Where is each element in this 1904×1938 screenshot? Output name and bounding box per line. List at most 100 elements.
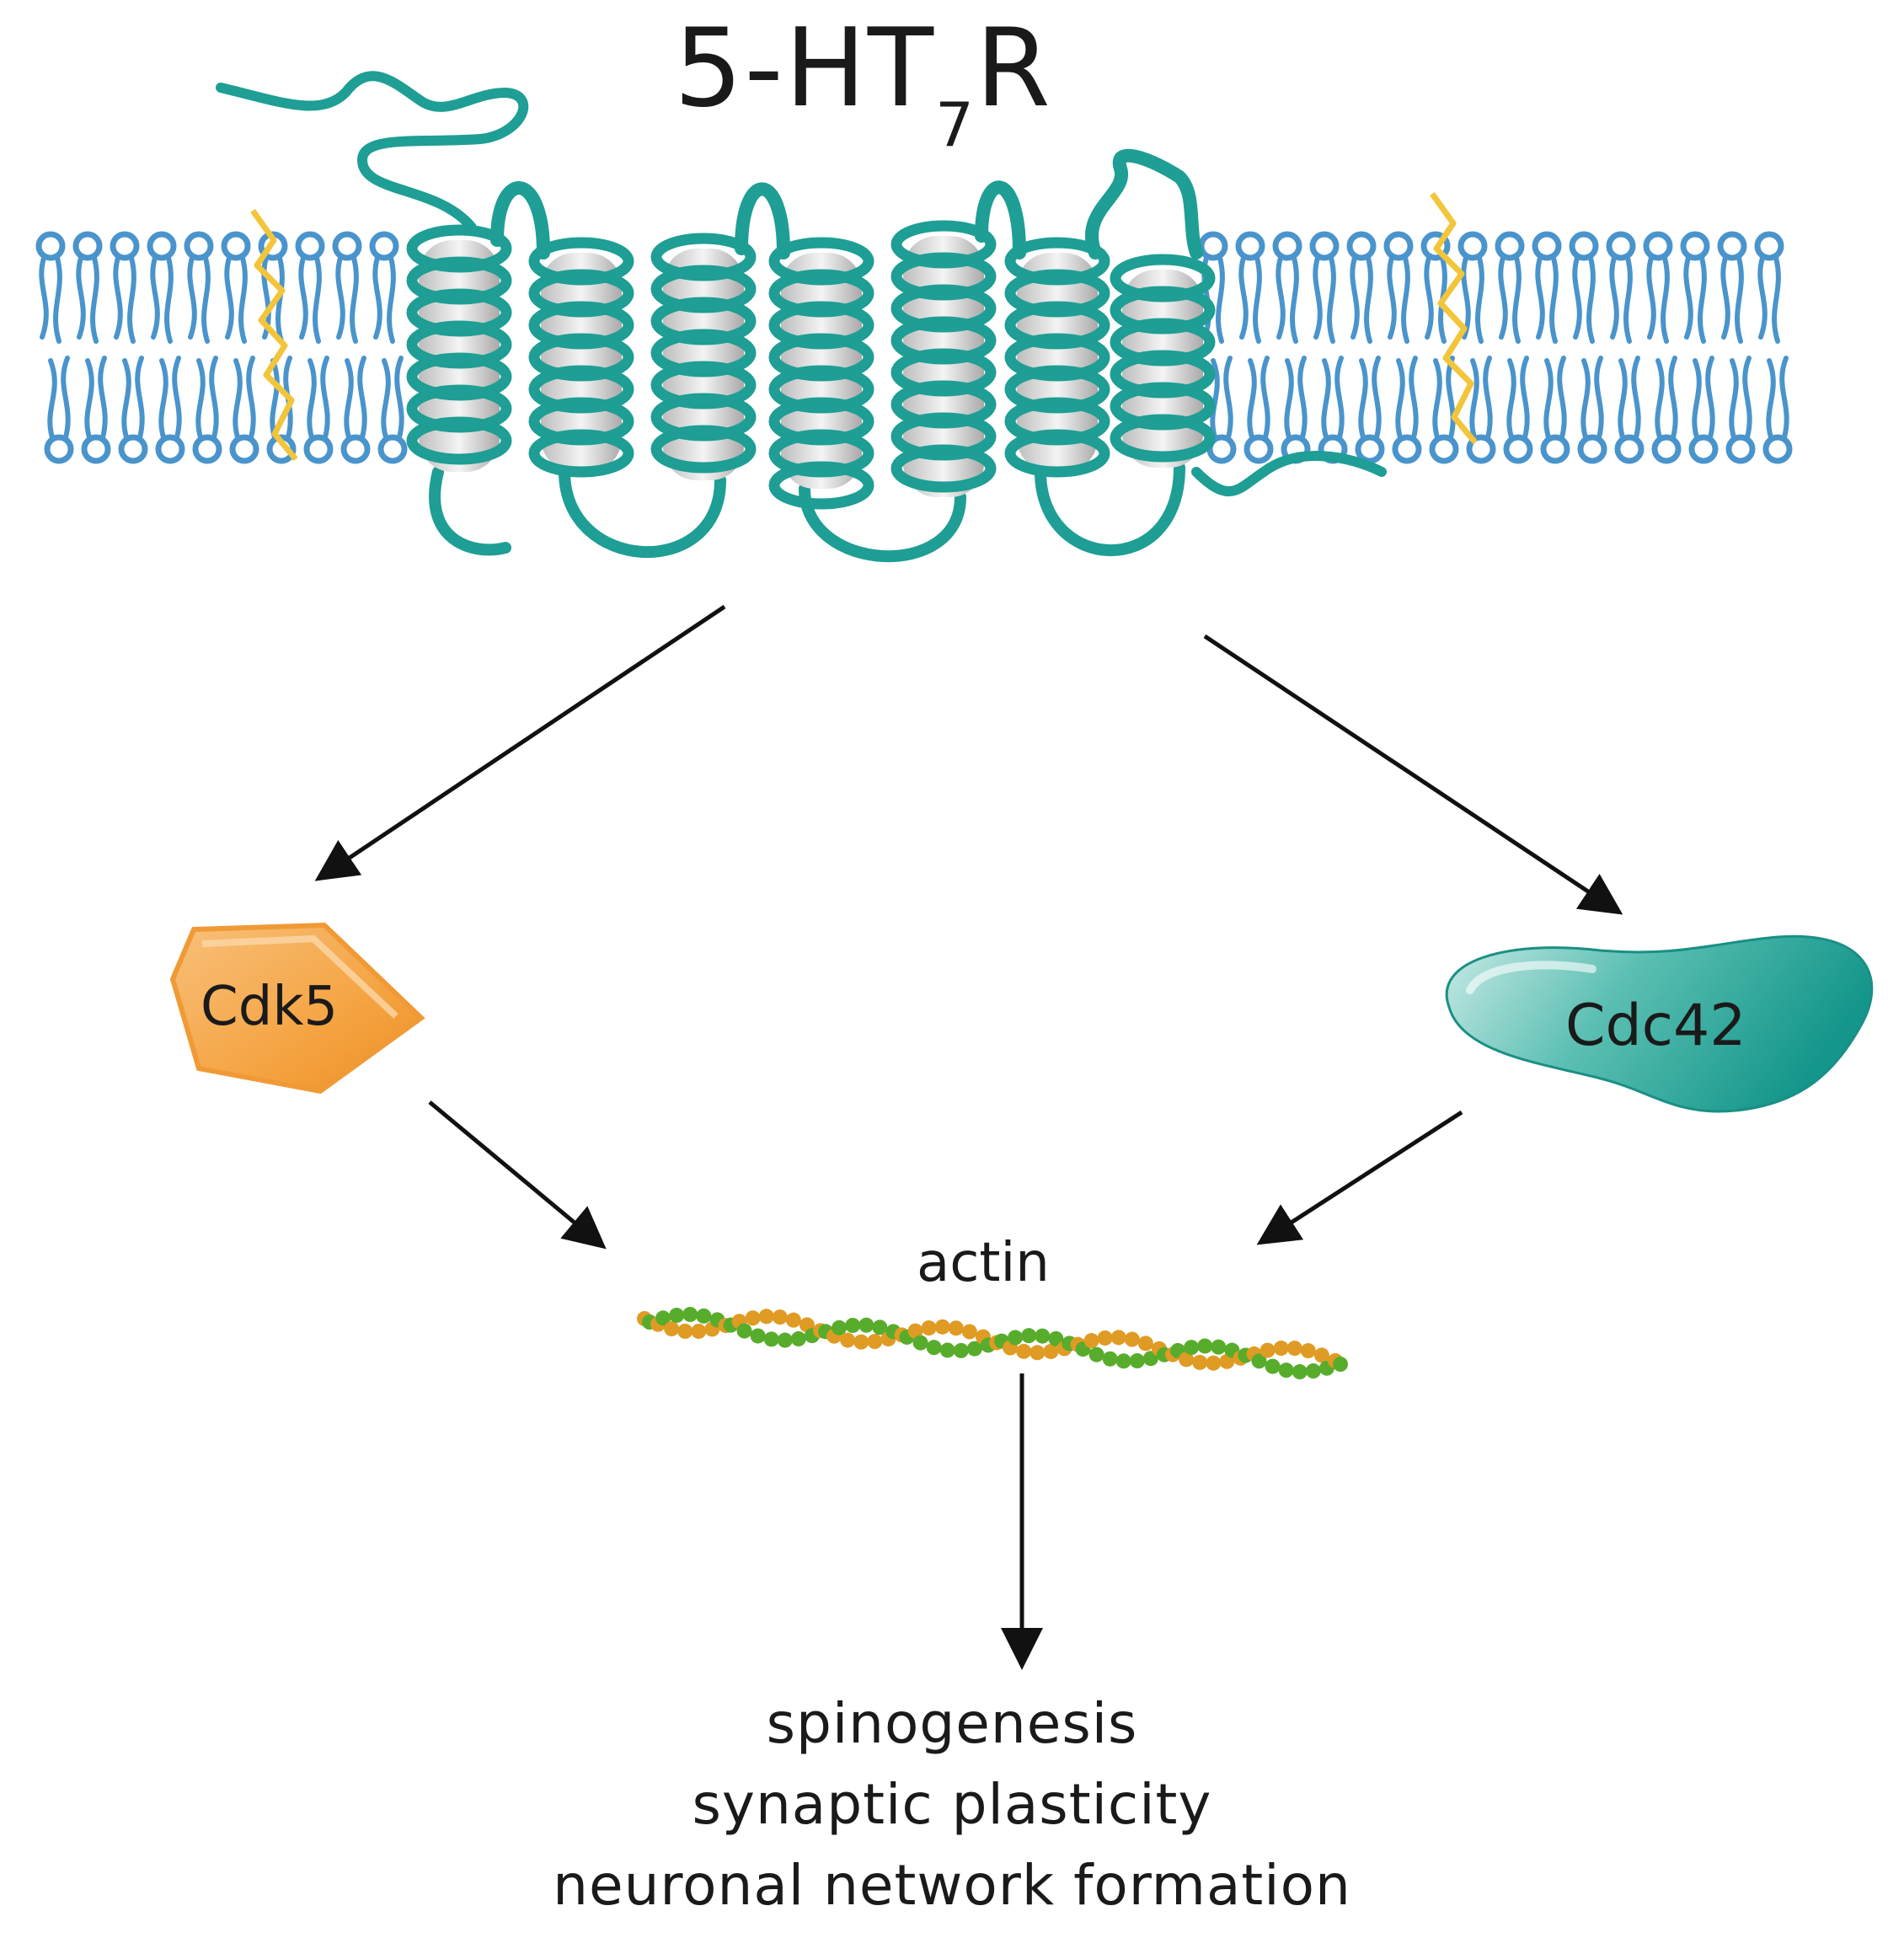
lipid-head [147,231,177,261]
lipid-tail [1655,356,1678,440]
lipid-tail [298,255,322,344]
lipid-head [221,231,251,261]
lipid-tail [381,356,404,440]
cdc42-shape [1445,934,1874,1113]
lipid-tail [1729,356,1752,440]
lipid-head [1457,231,1488,261]
lipid-tail [1432,356,1456,440]
actin-monomer [1083,1333,1099,1349]
lipid-head [1643,231,1673,261]
actin-monomer [777,1332,793,1348]
actin-monomer [953,1342,969,1358]
actin-monomer [1043,1343,1059,1359]
lipid-tail [1618,356,1641,440]
actin-monomer [664,1320,680,1336]
actin-monomer [763,1331,779,1347]
actin-monomer [1016,1343,1032,1359]
actin-monomer [1184,1340,1200,1356]
lipid-tail [1469,356,1493,440]
lipid-head [192,434,222,464]
cholesterol-molecules [250,191,1478,462]
lipid-tail [1683,255,1707,344]
actin-monomer [1124,1331,1140,1347]
cdc42-label: Cdc42 [1565,993,1746,1059]
transmembrane-helix [1110,254,1216,468]
lipid-head [332,231,362,261]
lipid-tail [113,255,136,344]
lipid-head [266,434,297,464]
actin-monomer [1035,1328,1051,1344]
actin-monomer [1333,1357,1348,1372]
lipid-head [1762,434,1793,464]
actin-monomer [867,1334,883,1350]
extracellular-loop [1084,148,1203,260]
actin-monomer [872,1320,888,1336]
lipid-tail [76,255,99,344]
lipid-tail [372,255,396,344]
actin-monomer [1192,1354,1208,1370]
lipid-head [1680,231,1710,261]
lipid-tail [121,356,145,440]
cdk5-shape [169,922,425,1095]
pathway-arrow [1203,634,1623,915]
helix-turn [406,416,512,465]
actin-monomer [696,1308,712,1324]
lipid-head [1466,434,1496,464]
actin-monomer [1300,1343,1316,1359]
lipid-head [340,434,371,464]
transmembrane-helix [1004,237,1110,478]
lipid-head [1569,231,1599,261]
extracellular-loop [735,182,790,260]
actin-monomer [1278,1362,1294,1379]
actin-monomer [1008,1330,1024,1346]
lipid-head [1577,434,1607,464]
actin-monomer [1206,1355,1222,1371]
actin-monomer [961,1324,977,1340]
actin-monomer [1110,1330,1126,1346]
helix-core [903,236,984,497]
lipid-tail [1498,255,1522,344]
lipid-head [369,231,399,261]
lipid-tail [195,356,219,440]
transmembrane-helix [650,233,757,480]
helix-turn [1110,414,1216,463]
actin-monomer [750,1328,766,1344]
receptor-title: 5-HT7R [674,6,1052,160]
actin-monomer [966,1341,982,1357]
actin-monomer [926,1340,942,1356]
cholesterol-molecule [250,208,298,462]
lipid-head [1355,434,1385,464]
lipid-head [81,434,111,464]
receptor-c-terminus [1191,451,1387,496]
actin-monomer [845,1317,861,1333]
actin-monomer [1273,1341,1289,1357]
actin-monomer [669,1307,685,1323]
actin-monomer [772,1309,788,1325]
actin-monomer [1313,1347,1329,1363]
lipid-tail [187,255,211,344]
actin-monomer [1021,1328,1037,1344]
transmembrane-helix [768,237,874,510]
cdk5-label: Cdk5 [201,976,339,1038]
lipid-head [1754,231,1784,261]
actin-monomer [785,1312,801,1328]
lipid-head [1429,434,1459,464]
actin-monomer [948,1320,964,1336]
receptor-n-terminus [216,71,529,233]
actin-monomer [745,1310,761,1326]
lipid-tail [1720,255,1744,344]
lipid-tail [1535,255,1559,344]
lipid-tail [1210,356,1233,440]
lipid-head [1243,434,1274,464]
actin-filament [637,1306,1348,1380]
intracellular-loop [559,466,726,559]
lipid-head [1725,434,1756,464]
actin-monomer [1129,1353,1145,1369]
actin-monomer [1088,1346,1104,1362]
pathway-arrow [314,604,726,881]
lipid-head [1392,434,1422,464]
lipid-tail [1350,255,1373,344]
lipid-tail [158,356,182,440]
outcome-synaptic-plasticity: synaptic plasticity [692,1772,1212,1837]
